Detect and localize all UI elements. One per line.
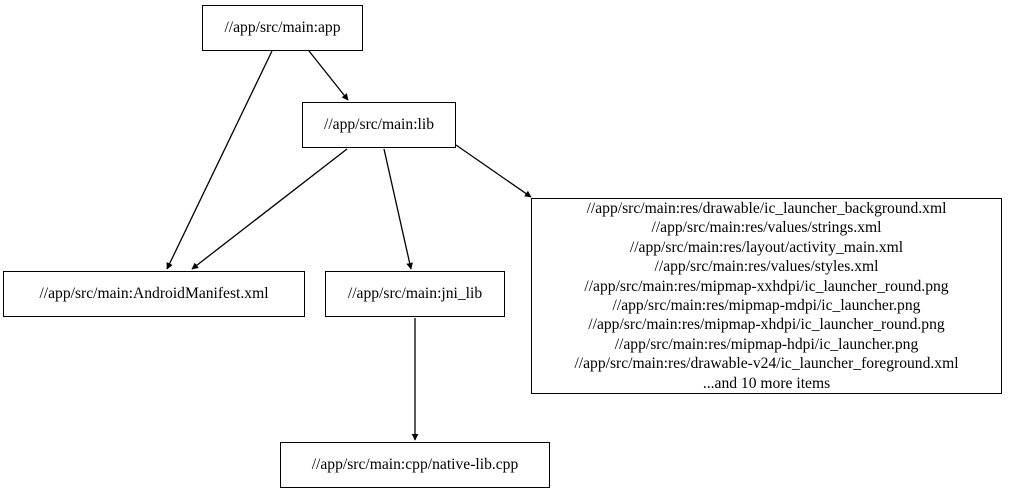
graph-node-androidmanifest[interactable]: //app/src/main:AndroidManifest.xml [3, 271, 305, 317]
graph-node-native-lib-cpp[interactable]: //app/src/main:cpp/native-lib.cpp [280, 442, 550, 488]
graph-node-res-group[interactable]: //app/src/main:res/drawable/ic_launcher_… [531, 198, 1002, 394]
graph-edge-lib-to-jni_lib [383, 148, 413, 270]
graph-edge-app-to-manifest [166, 50, 273, 270]
graph-node-label: //app/src/main:res/drawable/ic_launcher_… [574, 199, 959, 392]
graph-edge-lib-to-manifest [191, 148, 348, 270]
graph-node-label: //app/src/main:lib [323, 116, 434, 134]
graph-node-lib[interactable]: //app/src/main:lib [302, 102, 456, 148]
graph-node-label: //app/src/main:cpp/native-lib.cpp [311, 456, 519, 474]
graph-node-label: //app/src/main:app [224, 19, 341, 37]
graph-node-jni-lib[interactable]: //app/src/main:jni_lib [325, 271, 505, 317]
graph-node-app[interactable]: //app/src/main:app [202, 5, 363, 51]
graph-edge-app-to-lib [308, 50, 349, 101]
graph-edge-lib-to-res_group [455, 144, 532, 198]
graph-node-label: //app/src/main:AndroidManifest.xml [39, 285, 269, 303]
graph-node-label: //app/src/main:jni_lib [347, 285, 483, 303]
